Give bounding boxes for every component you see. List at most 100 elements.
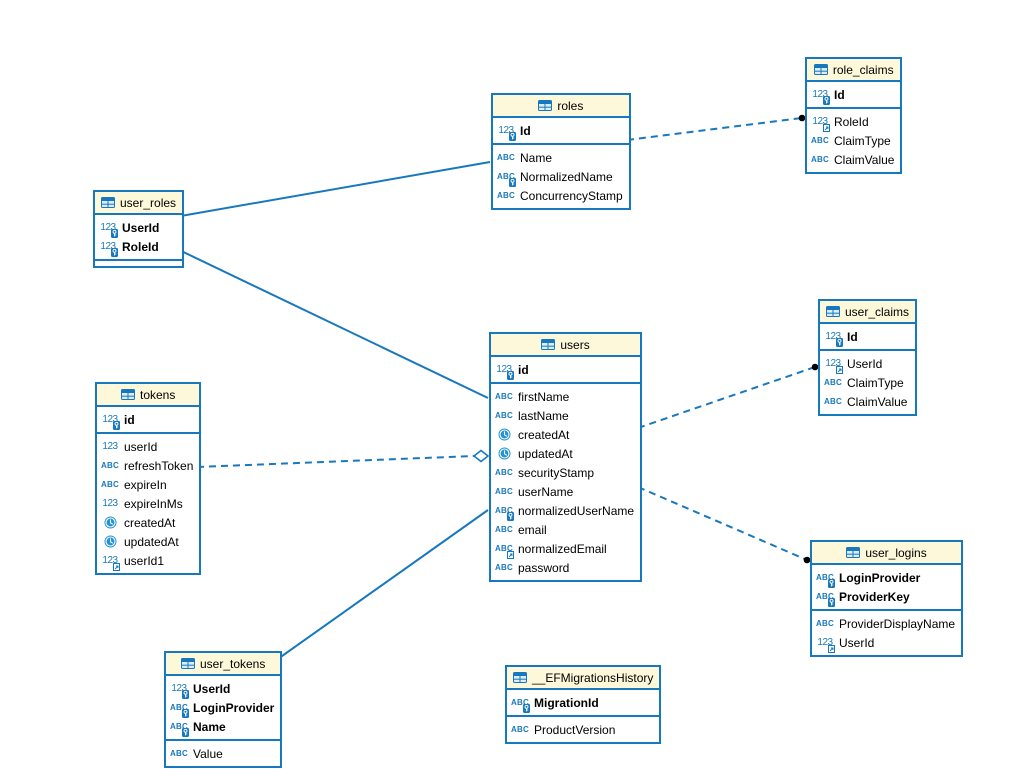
table-header[interactable]: user_claims [820, 301, 916, 324]
relationship-line[interactable] [196, 455, 475, 468]
relationship-user_tokens-to-users[interactable] [271, 509, 489, 665]
table-header[interactable]: roles [493, 95, 629, 118]
relationship-users-to-user_claims[interactable] [637, 363, 819, 429]
relationship-tokens-to-users[interactable] [193, 449, 490, 471]
column-name: normalizedUserName [518, 503, 635, 518]
relationship-line[interactable] [174, 247, 489, 399]
column-name: ProviderKey [839, 589, 910, 604]
relationship-user_roles-to-roles[interactable] [171, 161, 491, 221]
text-type-icon: ABC [495, 410, 513, 420]
primary-key-badge [836, 338, 843, 347]
relationship-line[interactable] [637, 486, 808, 561]
table-icon [813, 64, 828, 75]
table-header[interactable]: role_claims [807, 59, 901, 82]
table-header[interactable]: tokens [97, 384, 200, 407]
relationship-line[interactable] [637, 366, 816, 429]
table-name: user_logins [865, 545, 927, 560]
column-name: UserId [193, 681, 231, 696]
column-row-updatedAt[interactable]: updatedAt [97, 532, 199, 551]
column-name: ClaimType [847, 375, 904, 390]
primary-key-badge [523, 704, 530, 713]
table-header[interactable]: __EFMigrationsHistory [507, 667, 660, 690]
column-name: LoginProvider [193, 700, 275, 715]
primary-key-badge [113, 421, 120, 430]
column-name: normalizedEmail [518, 541, 607, 556]
column-name: ConcurrencyStamp [520, 188, 623, 203]
table-header[interactable]: user_logins [812, 542, 962, 565]
relationship-user_roles-to-users[interactable] [171, 244, 489, 399]
relationship-line[interactable] [274, 509, 489, 662]
column-name: UserId [839, 635, 875, 650]
table-header[interactable]: user_roles [95, 192, 183, 215]
relationship-line[interactable] [626, 117, 803, 141]
column-row-createdAt[interactable]: createdAt [491, 425, 640, 444]
numeric-type-icon: 123 [817, 636, 833, 648]
column-row-createdAt[interactable]: createdAt [97, 513, 199, 532]
numeric-type-icon: 123 [825, 330, 841, 342]
column-row-updatedAt[interactable]: updatedAt [491, 444, 640, 463]
table-header[interactable]: users [491, 334, 641, 357]
table-header[interactable]: user_tokens [166, 653, 281, 676]
relationship-line[interactable] [174, 161, 491, 218]
column-name: expireInMs [124, 496, 183, 511]
relationship-roles-to-role_claims[interactable] [626, 114, 806, 141]
relationship-users-to-user_logins[interactable] [637, 486, 811, 564]
column-row-UserId[interactable]: 123 UserId [812, 633, 961, 653]
column-name: userId [124, 439, 158, 454]
column-name: email [518, 522, 547, 537]
